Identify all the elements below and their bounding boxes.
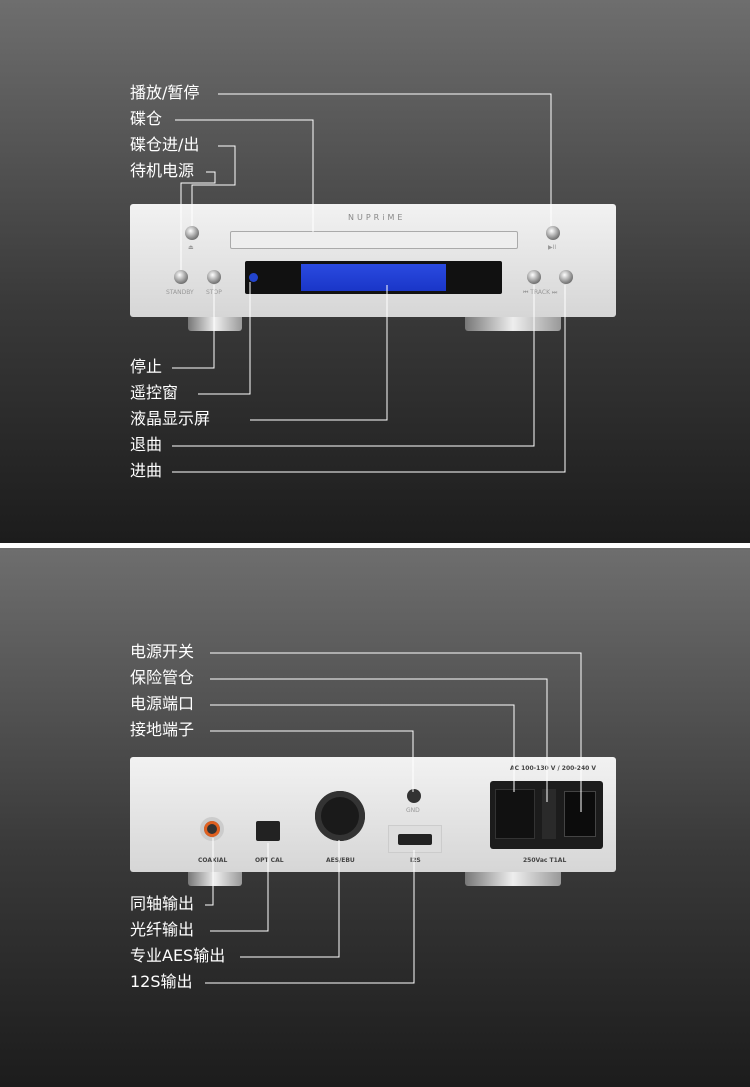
leader-line [191, 145, 236, 226]
leader-line [210, 652, 582, 812]
leader-line [172, 285, 535, 447]
foot [465, 317, 561, 331]
front-device: NUPRiME ⏏ ▶II STANDBY STOP ⏮ TRACK ⏭ [130, 204, 616, 317]
i2s-label: I2S [410, 857, 421, 864]
ac-label: AC 100-130 V / 200-240 V [510, 765, 597, 772]
stop-button[interactable] [207, 270, 221, 284]
leader-line [205, 838, 214, 906]
label-power-switch: 电源开关 [130, 642, 195, 661]
track-label: ⏮ TRACK ⏭ [523, 289, 558, 296]
leader-line [198, 282, 251, 395]
display-window [245, 261, 502, 294]
leader-line [205, 850, 415, 984]
ir-window [249, 273, 258, 282]
optical-port [256, 821, 280, 841]
label-eject: 碟仓进/出 [130, 135, 200, 154]
leader-line [210, 730, 414, 792]
aes-xlr-port [315, 791, 365, 841]
eject-label: ⏏ [188, 244, 194, 251]
leader-line [210, 678, 548, 802]
rear-device: GND AC 100-130 V / 200-240 V 250Vac T1AL… [130, 757, 616, 872]
label-next-track: 进曲 [130, 461, 163, 480]
foot [188, 872, 242, 886]
i2s-hdmi-port [388, 825, 442, 853]
label-i2s: 12S输出 [130, 972, 193, 991]
foot [465, 872, 561, 886]
leader-line [250, 285, 388, 421]
leader-line [240, 840, 340, 958]
fuse-holder [542, 789, 556, 839]
next-track-button[interactable] [559, 270, 573, 284]
leader-line [180, 171, 216, 270]
standby-button[interactable] [174, 270, 188, 284]
play-pause-button[interactable] [546, 226, 560, 240]
gnd-label: GND [406, 807, 420, 814]
label-prev-track: 退曲 [130, 435, 163, 454]
fuse-label: 250Vac T1AL [523, 857, 567, 864]
aes-label: AES/EBU [326, 857, 355, 864]
standby-label: STANDBY [166, 289, 194, 296]
label-aes: 专业AES输出 [130, 946, 226, 965]
power-inlet [495, 789, 535, 839]
play-label: ▶II [548, 244, 557, 251]
optical-label: OPT CAL [255, 857, 284, 864]
eject-button[interactable] [185, 226, 199, 240]
gnd-terminal [407, 789, 421, 803]
prev-track-button[interactable] [527, 270, 541, 284]
coaxial-port [200, 817, 224, 841]
label-disc-tray: 碟仓 [130, 109, 163, 128]
leader-line [175, 119, 314, 232]
foot [188, 317, 242, 331]
label-play-pause: 播放/暂停 [130, 83, 200, 102]
power-switch[interactable] [564, 791, 596, 837]
label-lcd: 液晶显示屏 [130, 409, 211, 428]
leader-line [172, 285, 215, 369]
leader-line [210, 704, 515, 792]
disc-tray [230, 231, 518, 249]
label-standby: 待机电源 [130, 161, 195, 180]
leader-line [172, 285, 566, 473]
lcd-screen [301, 264, 446, 291]
label-ground: 接地端子 [130, 720, 195, 739]
brand-logo: NUPRiME [348, 213, 406, 222]
leader-line [218, 93, 552, 226]
leader-line [210, 843, 269, 932]
label-remote-window: 遥控窗 [130, 383, 179, 402]
label-coaxial: 同轴输出 [130, 894, 195, 913]
label-stop: 停止 [130, 357, 163, 376]
label-fuse: 保险管仓 [130, 668, 195, 687]
label-power-inlet: 电源端口 [130, 694, 195, 713]
label-optical: 光纤输出 [130, 920, 195, 939]
